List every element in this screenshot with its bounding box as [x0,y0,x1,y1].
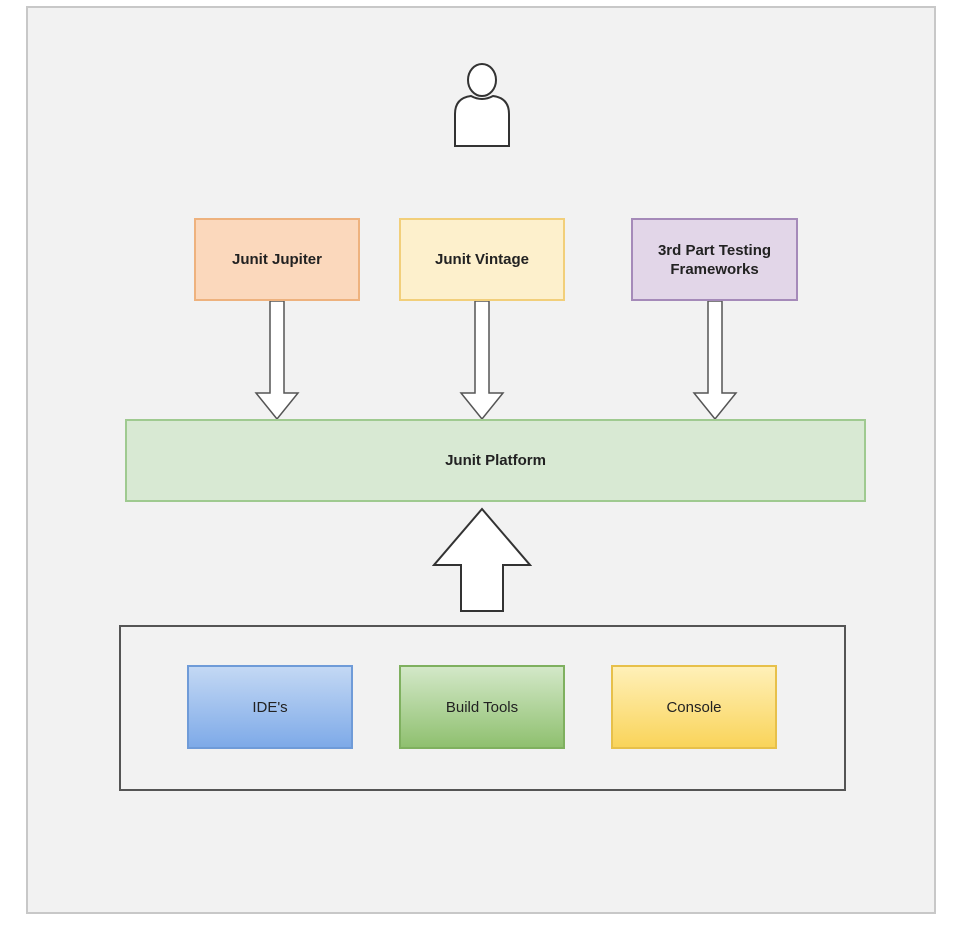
arrow-down-icon [254,301,300,420]
arrow-down-icon [692,301,738,420]
build-tools-box: Build Tools [399,665,565,749]
user-icon [454,63,510,147]
junit-jupiter-box: Junit Jupiter [194,218,360,301]
ide-box: IDE's [187,665,353,749]
arrow-down-icon [459,301,505,420]
junit-vintage-box: Junit Vintage [399,218,565,301]
console-box: Console [611,665,777,749]
junit-platform-box: Junit Platform [125,419,866,502]
third-party-frameworks-box: 3rd Part Testing Frameworks [631,218,798,301]
clients-container [119,625,846,791]
arrow-up-icon [432,507,532,612]
